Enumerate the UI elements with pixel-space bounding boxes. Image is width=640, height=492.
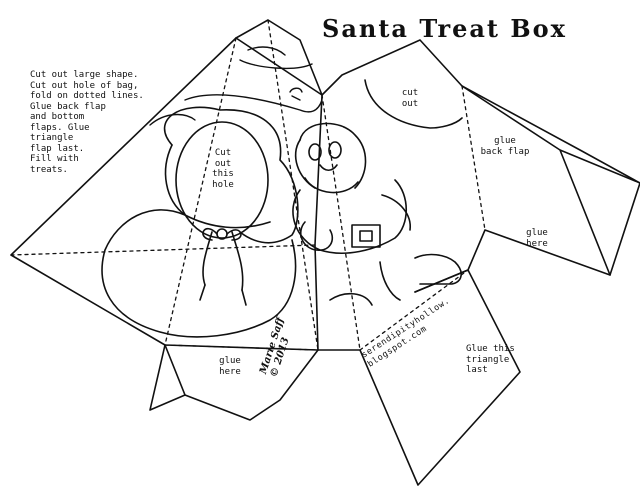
glue-here-bottom-label: glue here bbox=[219, 356, 241, 377]
tree-drawing bbox=[149, 46, 323, 126]
glue-back-flap-label: glue back flap bbox=[480, 136, 530, 157]
cut-out-arc bbox=[364, 79, 463, 129]
cut-out-label: cut out bbox=[401, 88, 419, 109]
bottom-flap-outline bbox=[164, 344, 319, 421]
bottom-flap-lower-edge bbox=[149, 344, 186, 411]
cut-outline-right-panel bbox=[321, 39, 640, 293]
cut-out-hole-label: Cut out this hole bbox=[212, 148, 234, 190]
back-flap-outline bbox=[461, 85, 640, 276]
instructions-text: Cut out large shape. Cut out hole of bag… bbox=[30, 70, 144, 175]
cut-outline-right-lower bbox=[317, 269, 521, 486]
bag-hole-cutout bbox=[175, 121, 269, 239]
treat-bag-drawing bbox=[101, 106, 299, 338]
glue-here-right-label: glue here bbox=[526, 228, 548, 249]
cut-outline-top bbox=[235, 19, 323, 96]
glue-triangle-last-label: Glue this triangle last bbox=[466, 344, 515, 375]
santa-drawing bbox=[292, 122, 462, 306]
page-title: Santa Treat Box bbox=[322, 14, 567, 43]
